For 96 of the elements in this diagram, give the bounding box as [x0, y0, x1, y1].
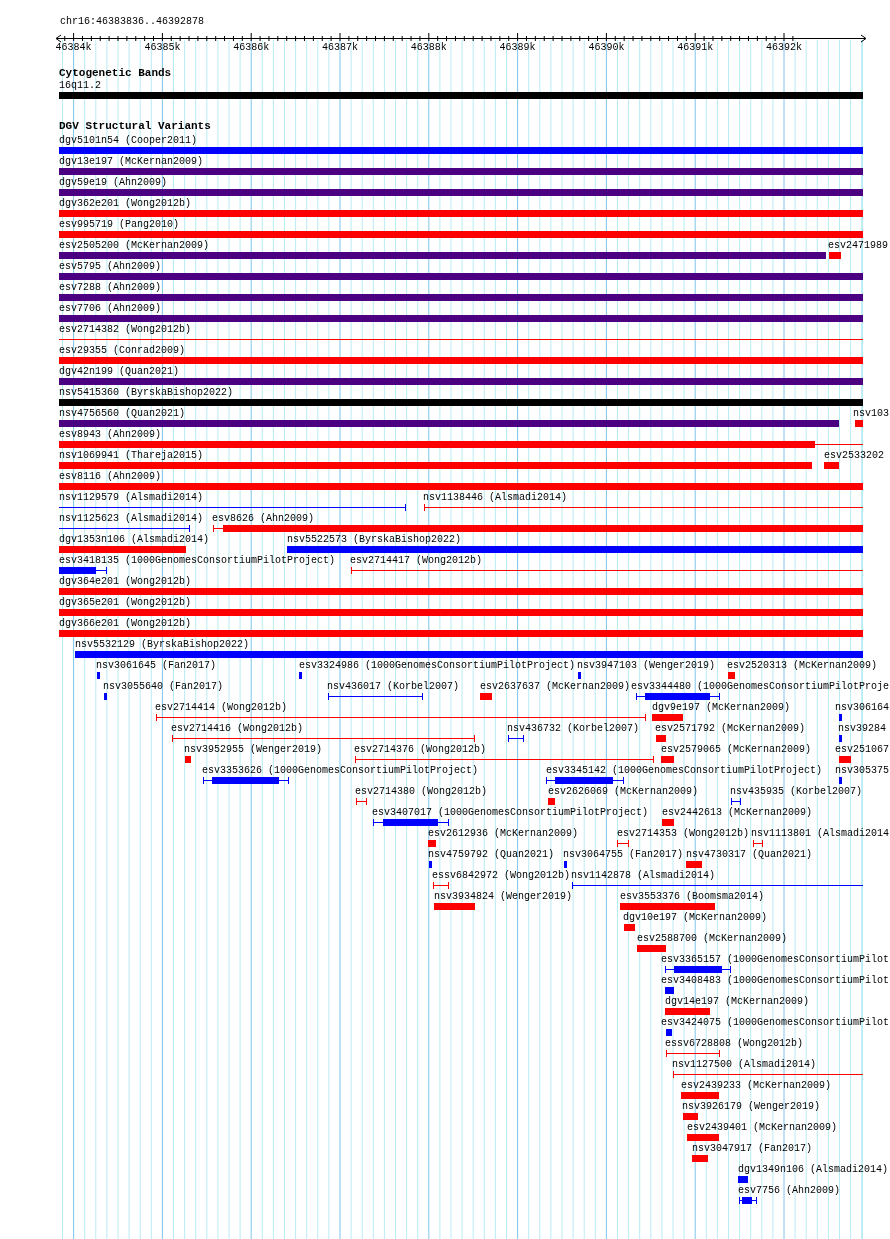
variant-label: esv251067	[835, 744, 889, 755]
variant-label: esv3353626 (1000GenomesConsortiumPilotProject)	[202, 765, 479, 776]
variant-label: dgv364e201 (Wong2012b)	[59, 576, 192, 587]
variant-label: nsv1069941 (Thareja2015)	[59, 450, 204, 461]
variant-label: esv2714416 (Wong2012b)	[171, 723, 304, 734]
variant-label: nsv4756560 (Quan2021)	[59, 408, 186, 419]
variant-label: esv2714417 (Wong2012b)	[350, 555, 483, 566]
variant-label: esv2571792 (McKernan2009)	[655, 723, 806, 734]
variant-label: essv6728808 (Wong2012b)	[665, 1038, 804, 1049]
variant-label: esv3418135 (1000GenomesConsortiumPilotProject)	[59, 555, 336, 566]
variant-label: esv3408483 (1000GenomesConsortiumPilot	[660, 975, 889, 986]
variant-label: esv2714382 (Wong2012b)	[59, 324, 192, 335]
variant-label: nsv435935 (Korbel2007)	[730, 786, 863, 797]
variant-label: esv2520313 (McKernan2009)	[727, 660, 878, 671]
variant-label: esv7756 (Ahn2009)	[738, 1185, 841, 1196]
variant-label: esv7288 (Ahn2009)	[59, 282, 162, 293]
variant-label: esv3553376 (Boomsma2014)	[620, 891, 765, 902]
variant-label: dgv362e201 (Wong2012b)	[59, 198, 192, 209]
variant-label: nsv3047917 (Fan2017)	[692, 1143, 813, 1154]
track-heading: DGV Structural Variants	[59, 121, 211, 132]
variant-label: esv3407017 (1000GenomesConsortiumPilotProject)	[372, 807, 649, 818]
variant-label: esv8943 (Ahn2009)	[59, 429, 162, 440]
tick-label: 46389k	[499, 42, 536, 53]
variant-label: nsv5522573 (ByrskaBishop2022)	[287, 534, 462, 545]
variant-label: esv29355 (Conrad2009)	[59, 345, 186, 356]
variant-label: nsv4730317 (Quan2021)	[686, 849, 813, 860]
variant-label: esv2439233 (McKernan2009)	[681, 1080, 832, 1091]
variant-label: esv3324986 (1000GenomesConsortiumPilotProject)	[299, 660, 576, 671]
variant-label: esv2533202	[824, 450, 884, 461]
tick-label: 46384k	[55, 42, 92, 53]
variant-label: nsv1142878 (Alsmadi2014)	[571, 870, 716, 881]
variant-label: nsv3947103 (Wenger2019)	[577, 660, 716, 671]
variant-label: nsv3061645 (Fan2017)	[96, 660, 217, 671]
variant-label: esv3424075 (1000GenomesConsortiumPilot	[660, 1017, 889, 1028]
tick-label: 46391k	[677, 42, 714, 53]
tick-label: 46390k	[588, 42, 625, 53]
tick-label: 46385k	[144, 42, 181, 53]
variant-label: nsv4759792 (Quan2021)	[428, 849, 555, 860]
variant-label: nsv1113801 (Alsmadi2014	[750, 828, 889, 839]
variant-label: nsv3952955 (Wenger2019)	[184, 744, 323, 755]
variant-label: dgv365e201 (Wong2012b)	[59, 597, 192, 608]
variant-label: dgv9e197 (McKernan2009)	[652, 702, 791, 713]
tick-label: 46388k	[410, 42, 447, 53]
variant-label: esv2637637 (McKernan2009)	[480, 681, 631, 692]
variant-label: esv2439401 (McKernan2009)	[687, 1122, 838, 1133]
variant-label: dgv14e197 (McKernan2009)	[665, 996, 810, 1007]
variant-label: nsv1125623 (Alsmadi2014)	[59, 513, 204, 524]
variant-label: dgv5101n54 (Cooper2011)	[59, 135, 198, 146]
variant-label: esv3345142 (1000GenomesConsortiumPilotProject)	[546, 765, 823, 776]
variant-label: dgv1349n106 (Alsmadi2014)	[738, 1164, 889, 1175]
variant-label: esv2626069 (McKernan2009)	[548, 786, 699, 797]
variant-label: nsv1127500 (Alsmadi2014)	[672, 1059, 817, 1070]
variant-label: esv2579065 (McKernan2009)	[661, 744, 812, 755]
variant-label: nsv39284	[838, 723, 886, 734]
variant-label: esv2714376 (Wong2012b)	[354, 744, 487, 755]
variant-label: essv6842972 (Wong2012b)	[432, 870, 571, 881]
variant-label: esv3344480 (1000GenomesConsortiumPilotProje	[630, 681, 889, 692]
variant-label: esv2714380 (Wong2012b)	[355, 786, 488, 797]
variant-label: esv8626 (Ahn2009)	[212, 513, 315, 524]
tick-label: 46387k	[322, 42, 358, 53]
variant-label: esv8116 (Ahn2009)	[59, 471, 162, 482]
track-heading: Cytogenetic Bands	[59, 68, 172, 79]
variant-label: dgv42n199 (Quan2021)	[59, 366, 180, 377]
variant-label: esv2505200 (McKernan2009)	[59, 240, 210, 251]
variant-label: esv5795 (Ahn2009)	[59, 261, 162, 272]
variant-label: esv7706 (Ahn2009)	[59, 303, 162, 314]
variant-label: dgv59e19 (Ahn2009)	[59, 177, 168, 188]
variant-label: esv2588700 (McKernan2009)	[637, 933, 788, 944]
variant-label: esv995719 (Pang2010)	[59, 219, 180, 230]
variant-label: dgv1353n106 (Alsmadi2014)	[59, 534, 210, 545]
variant-label: nsv3926179 (Wenger2019)	[682, 1101, 821, 1112]
variant-label: esv2714353 (Wong2012b)	[617, 828, 750, 839]
variant-label: esv2714414 (Wong2012b)	[155, 702, 288, 713]
variant-label: nsv306164	[835, 702, 889, 713]
variant-label: esv2442613 (McKernan2009)	[662, 807, 813, 818]
variant-label: nsv3064755 (Fan2017)	[563, 849, 684, 860]
variant-label: nsv103	[853, 408, 889, 419]
variant-label: dgv10e197 (McKernan2009)	[623, 912, 768, 923]
variant-label: nsv436017 (Korbel2007)	[327, 681, 460, 692]
variant-label: dgv366e201 (Wong2012b)	[59, 618, 192, 629]
variant-label: nsv305375	[835, 765, 889, 776]
variant-label: nsv436732 (Korbel2007)	[507, 723, 640, 734]
variant-label: nsv5415360 (ByrskaBishop2022)	[59, 387, 234, 398]
variant-label: nsv5532129 (ByrskaBishop2022)	[75, 639, 250, 650]
coordinate-label: chr16:46383836..46392878	[60, 16, 205, 27]
variant-label: nsv3055640 (Fan2017)	[103, 681, 224, 692]
variant-label: dgv13e197 (McKernan2009)	[59, 156, 204, 167]
variant-label: nsv1138446 (Alsmadi2014)	[423, 492, 568, 503]
variant-label: nsv1129579 (Alsmadi2014)	[59, 492, 204, 503]
tick-label: 46392k	[766, 42, 802, 53]
variant-label: nsv3934824 (Wenger2019)	[434, 891, 573, 902]
variant-label: 16q11.2	[59, 80, 101, 91]
variant-label: esv2471989	[828, 240, 888, 251]
variant-label: esv3365157 (1000GenomesConsortiumPilot	[660, 954, 889, 965]
tick-label: 46386k	[233, 42, 270, 53]
variant-label: esv2612936 (McKernan2009)	[428, 828, 579, 839]
